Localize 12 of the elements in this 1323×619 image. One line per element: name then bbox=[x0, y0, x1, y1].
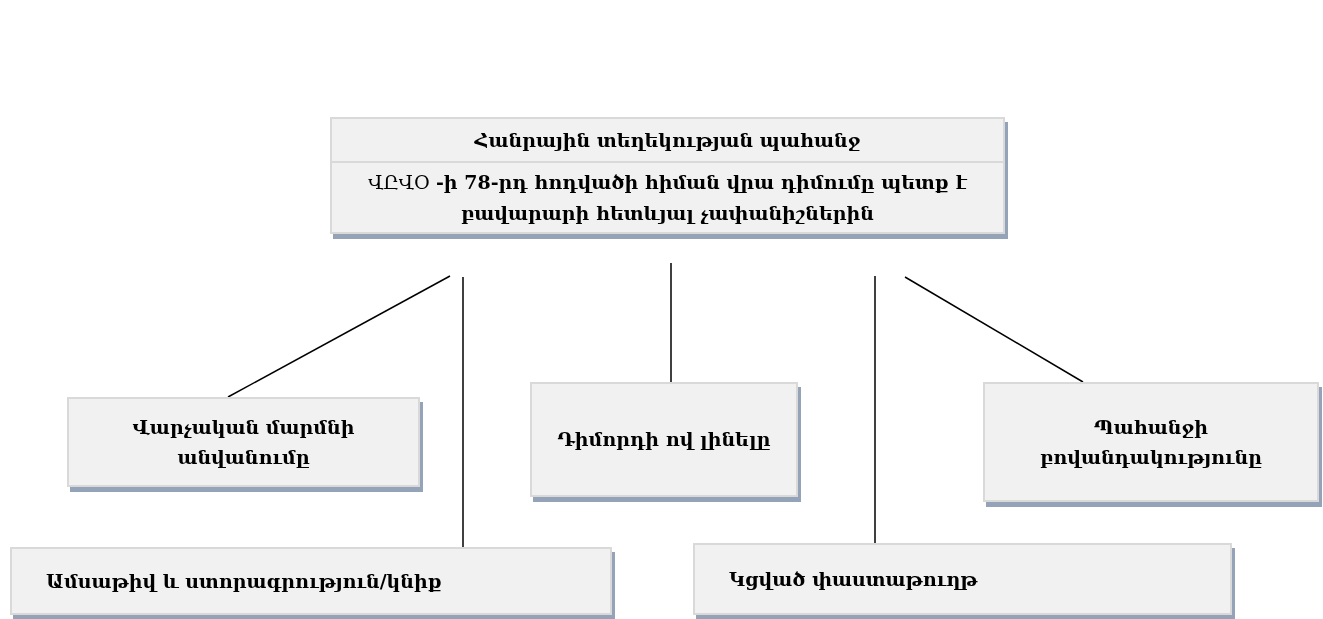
box-label: Դիմորդի ով լինելը bbox=[556, 427, 772, 453]
connector-line bbox=[670, 262, 672, 383]
box-label: Կցված փաստաթուղթ bbox=[728, 566, 979, 592]
connector-line bbox=[874, 275, 876, 544]
connector-line bbox=[904, 276, 1084, 383]
box-heading: Հանրային տեղեկության պահանջ bbox=[332, 119, 1003, 164]
box-label: Ամսաթիվ և ստորագրություն/կնիք bbox=[45, 568, 443, 594]
box-label: Պահանջի բովանդակությունը bbox=[1038, 414, 1264, 470]
connector-line bbox=[227, 275, 451, 398]
connector-line bbox=[462, 276, 464, 548]
box-label: Վարչական մարմնի անվանումը bbox=[131, 414, 356, 470]
box-text: ՎԸՎՕ -ի 78-րդ հոդվածի հիման վրա դիմումը պետք է բավարարի հետևյալ չափանիշներին bbox=[367, 170, 969, 226]
